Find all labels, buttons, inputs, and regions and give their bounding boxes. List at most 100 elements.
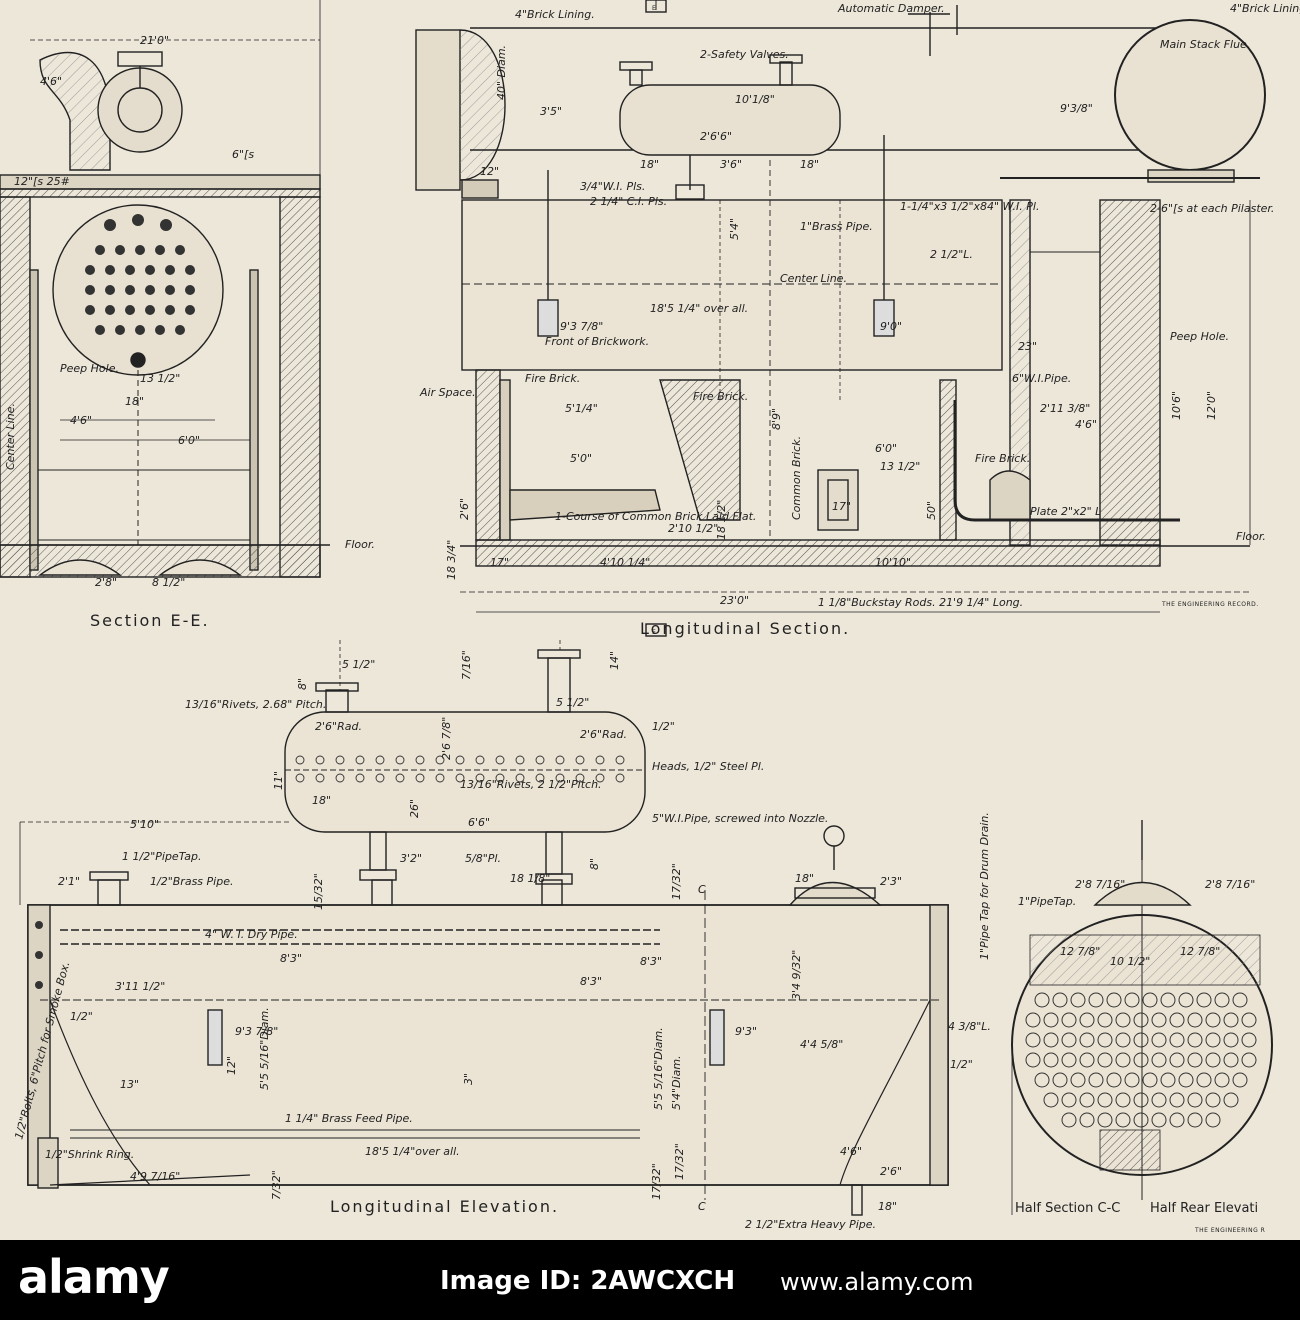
steam-drum-detail-labels: 8" 5 1/2" 7/16" 14" 13/16"Rivets, 2.68" … (185, 650, 828, 829)
boiler-shell-front (52, 204, 224, 376)
common-brick-label: Common Brick. (790, 436, 803, 520)
longitudinal-elevation-title: Longitudinal Elevation. (330, 1197, 559, 1216)
boiler-tubes (85, 214, 195, 335)
alamy-logo[interactable]: alamy (18, 1250, 170, 1304)
wi-pl-84-label: 1-1/4"x3 1/2"x84" W.I. Pl. (900, 200, 1039, 213)
fire-brick-c-label: Fire Brick. (975, 452, 1030, 465)
dim-15-32: 15/32" (312, 873, 325, 910)
dim-18-5-over-b: 18'5 1/4"over all. (365, 1145, 460, 1158)
wi-dry-pipe-label: 4" W. I. Dry Pipe. (205, 928, 298, 941)
dim-9-3-8: 9'3/8" (1060, 102, 1093, 115)
dim-9-0: 9'0" (880, 320, 902, 333)
dim-3-6: 3'6" (720, 158, 742, 171)
section-e-e (0, 0, 330, 578)
section-mark-top: E (652, 5, 656, 12)
extra-heavy-pipe-label: 2 1/2"Extra Heavy Pipe. (745, 1218, 876, 1231)
floor-left-label: Floor. (345, 538, 375, 551)
steam-drum-detail (284, 640, 646, 885)
engineering-drawing: 21'0" 4'6" 6"[s 12"[s 25# Peep Hole. 13 … (0, 0, 1300, 1234)
site-link[interactable]: www.alamy.com (780, 1268, 974, 1296)
peep-hole-right-label: Peep Hole. (1170, 330, 1229, 343)
diam-5-5-16-b: 5'5 5/16"Diam. (652, 1027, 665, 1110)
dim-5-10: 5'10" (130, 818, 159, 831)
dim-14: 14" (608, 651, 621, 670)
dim-half-b: 1/2" (70, 1010, 93, 1023)
dim-2-8-7-16-a: 2'8 7/16" (1075, 878, 1125, 891)
steam-drum-section (619, 84, 841, 156)
dim-9-3-7-8: 9'3 7/8" (560, 320, 603, 333)
dim-3-2: 3'2" (400, 852, 422, 865)
dim-18-5-2: 18 1/2" (715, 500, 728, 540)
dim-6-6: 6'6" (468, 816, 490, 829)
dim-3-11-5: 3'11 1/2" (115, 980, 165, 993)
dim-17-32-a: 17/32" (670, 863, 683, 900)
rad-2-6-a: 2'6"Rad. (315, 720, 362, 733)
heads-steel-label: Heads, 1/2" Steel Pl. (652, 760, 764, 773)
dim-5-5: 5 1/2" (342, 658, 375, 671)
dim-21-0: 21'0" (140, 34, 169, 47)
peep-hole-left-label: Peep Hole. (60, 362, 119, 375)
dim-8-3-a: 8'3" (280, 952, 302, 965)
dim-2-3: 2'3" (880, 875, 902, 888)
plate-angle-label: Plate 2"x2" L (1030, 505, 1101, 518)
dim-9-3: 9'3" (735, 1025, 757, 1038)
dim-4-6: 4'6" (1075, 418, 1097, 431)
floor-right-label: Floor. (1236, 530, 1266, 543)
dim-10-6: 10'6" (1170, 391, 1183, 420)
dim-10-1-8: 10'1/8" (735, 93, 775, 106)
dim-2-11-3-8: 2'11 3/8" (1040, 402, 1090, 415)
section-e-e-labels: 21'0" 4'6" 6"[s 12"[s 25# Peep Hole. 13 … (4, 34, 375, 630)
dim-17-32-c: 17/32" (650, 1163, 663, 1200)
dim-12-b: 12" (225, 1056, 238, 1075)
dim-2-6-7-8: 2'6 7/8" (440, 717, 453, 760)
wi-pipe-5-label: 5"W.I.Pipe, screwed into Nozzle. (652, 812, 828, 825)
dim-5-1-4: 5'1/4" (565, 402, 598, 415)
dim-4-6-b: 4'6" (840, 1145, 862, 1158)
image-id-label: Image ID: 2AWCXCH (440, 1266, 736, 1296)
dim-8-5: 8 1/2" (152, 576, 185, 589)
rivets-2-68-label: 13/16"Rivets, 2.68" Pitch. (185, 698, 326, 711)
dim-2-8: 2'8" (95, 576, 117, 589)
dim-6-0-left: 6'0" (178, 434, 200, 447)
dim-4-6-left: 4'6" (40, 75, 62, 88)
boiler-shell-side (461, 199, 1003, 371)
longitudinal-elevation (19, 821, 949, 1216)
right-brick-wall (279, 196, 321, 578)
dim-17: 17" (832, 500, 851, 513)
dim-10-5: 10 1/2" (1110, 955, 1150, 968)
dim-3-4-9-32: 3'4 9/32" (790, 950, 803, 1000)
dim-5-8-pl: 5/8"Pl. (465, 852, 501, 865)
longitudinal-section-labels: Automatic Damper. 4"Brick Lining. 4"Bric… (419, 2, 1300, 638)
dim-18-drum: 18" (312, 794, 331, 807)
dim-13-5: 13 1/2" (880, 460, 920, 473)
shrink-ring-label: 1/2"Shrink Ring. (45, 1148, 134, 1161)
dim-4-3-8: 4 3/8"L. (948, 1020, 991, 1033)
dim-2-8-7-16-b: 2'8 7/16" (1205, 878, 1255, 891)
dim-5-5-b: 5 1/2" (556, 696, 589, 709)
dim-4-4-5-8: 4'4 5/8" (800, 1038, 843, 1051)
dim-12-0: 12'0" (1205, 391, 1218, 420)
dim-4-10-1-4: 4'10 1/4" (600, 556, 650, 569)
dim-8-b: 8" (588, 858, 601, 870)
dim-23: 23" (1018, 340, 1037, 353)
pipe-tap-drum-drain-label: 1"Pipe Tap for Drum Drain. (978, 812, 991, 960)
half-section-c-c-labels: 2'8 7/16" 2'8 7/16" 1"PipeTap. 12 7/8" 1… (1015, 878, 1265, 1234)
brick-lining-rear-label: 4"Brick Lining. (1230, 2, 1300, 15)
section-c-b: C (698, 1200, 706, 1213)
dim-11: 11" (272, 771, 285, 790)
dim-17-32-b: 17/32" (673, 1143, 686, 1180)
dim-2-6-6: 2'6'6" (700, 130, 732, 143)
course-common-label: 1-Course of Common Brick Laid Flat. (555, 510, 756, 523)
dim-50: 50" (925, 501, 938, 520)
dim-7-32: 7/32" (270, 1170, 283, 1200)
section-mark-bottom: E (652, 629, 656, 636)
fire-brick-b-label: Fire Brick. (693, 390, 748, 403)
dim-12-7-8: 12 7/8" (1060, 945, 1100, 958)
rivets-2-5-label: 13/16"Rivets, 2 1/2"Pitch. (460, 778, 602, 791)
dim-18-3-4: 18 3/4" (445, 540, 458, 580)
left-brick-wall (0, 196, 31, 578)
engineering-record-bottom: THE ENGINEERING R (1194, 1227, 1265, 1234)
dim-18-left: 18" (125, 395, 144, 408)
dim-2-10-5: 2'10 1/2" (668, 522, 718, 535)
